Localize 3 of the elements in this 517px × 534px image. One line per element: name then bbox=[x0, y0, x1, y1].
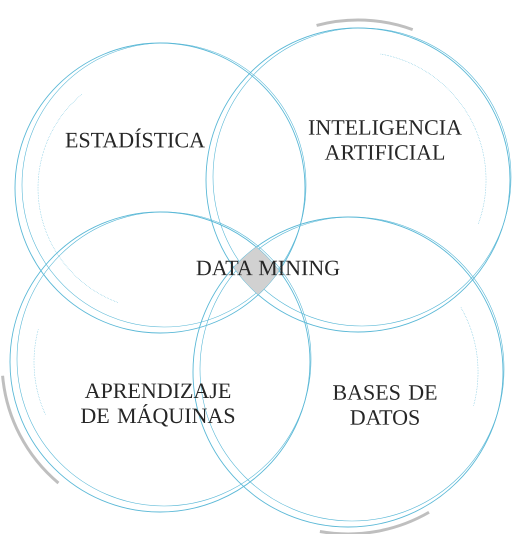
venn-label: INTELIGENCIA ARTIFICIAL bbox=[308, 120, 462, 160]
venn-label: BASES DE DATOS bbox=[333, 385, 436, 425]
venn-label: ESTADÍSTICA bbox=[66, 128, 205, 148]
